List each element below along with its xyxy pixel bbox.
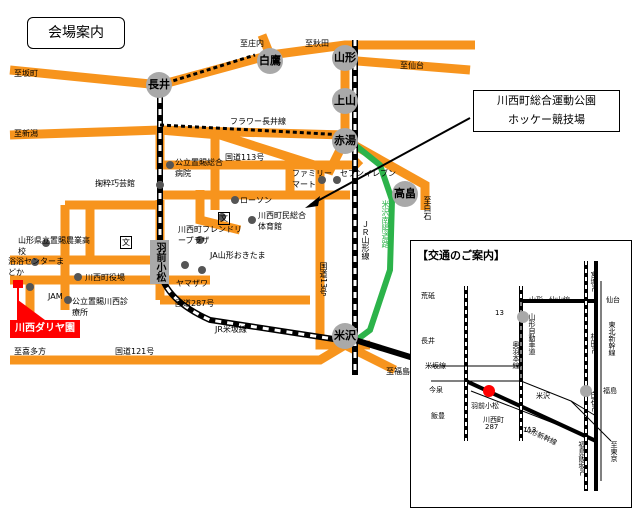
- inset-to-tokyo: 至東京: [610, 441, 618, 462]
- landmark-lawson: ローソン: [240, 196, 272, 205]
- inset-yonezawa: 米沢: [536, 392, 550, 400]
- school-mark-2: 文: [218, 212, 230, 225]
- route-287: 国道287号: [175, 299, 215, 308]
- line-jr-yonesaka: JR米坂線: [215, 325, 247, 334]
- inset-route287: 287: [485, 423, 499, 431]
- inset-yonesaka: 米坂線: [425, 362, 446, 370]
- venue-name: 川西町総合運動公園: [497, 94, 596, 107]
- landmark-agri-school: 山形県立置賜農業高校: [18, 236, 90, 256]
- inset-arato: 荒砥: [421, 292, 435, 300]
- route-121: 国道121号: [115, 347, 155, 356]
- inset-yamagata: 山形: [529, 296, 543, 304]
- inset-tohoku-shinkansen: 東北新幹線: [608, 321, 616, 356]
- school-mark-1: 文: [120, 236, 132, 249]
- dir-sendai: 至仙台: [400, 61, 424, 70]
- station-kaminoyama: 上山: [332, 88, 358, 114]
- inset-senzan: 仙山線: [549, 296, 570, 304]
- yonezawa-nanyo-road: [348, 142, 396, 348]
- inset-fukushima: 福島: [603, 387, 617, 395]
- line-jr-yamagata: ＪＲ山形線: [361, 220, 370, 260]
- page-title: 会場案内: [27, 17, 125, 49]
- venue-callout: 川西町総合運動公園 ホッケー競技場: [473, 90, 620, 132]
- inset-shiroishi-ic: 白石IC: [590, 391, 598, 412]
- station-hazenkomatsu: 羽前小松: [150, 240, 169, 284]
- landmark-seven-eleven: セブンイレブン: [340, 169, 396, 178]
- inset-route113: 113: [523, 426, 537, 434]
- dalia-marker: [13, 280, 45, 320]
- inset-iide: 飯豊: [431, 412, 445, 420]
- station-takahata: 高畠: [392, 181, 418, 207]
- landmark-kokeshi: 掬粋巧芸館: [95, 179, 135, 188]
- dir-akita: 至秋田: [305, 39, 329, 48]
- station-shirataka: 白鷹: [257, 48, 283, 74]
- dir-sakamachi: 至坂町: [14, 69, 38, 78]
- inset-miyagi-ic: 宮城IC: [590, 271, 598, 292]
- station-nagai: 長井: [146, 72, 172, 98]
- inset-sendai: 仙台: [606, 296, 620, 304]
- inset-murata-ic: 村田IC: [590, 333, 598, 354]
- transport-inset: 【交通のご案内】 荒砥 長井 米坂線 今泉 羽前小松 川西町: [410, 240, 632, 508]
- station-yamagata: 山形: [332, 45, 358, 71]
- landmark-town-office: 川西町役場: [85, 273, 125, 282]
- inset-route13: 13: [495, 309, 504, 317]
- dir-shonai: 至庄内: [240, 39, 264, 48]
- station-akayu: 赤湯: [332, 128, 358, 154]
- dir-fukushima: 至福島: [386, 367, 410, 376]
- landmark-dots: [26, 161, 341, 304]
- landmark-madoka: 浴浴センターまどか: [8, 257, 64, 277]
- route-113: 国道113号: [225, 153, 265, 162]
- landmark-friendly-plaza: 川西町フレンドリープラザ: [178, 225, 242, 245]
- inset-kawanishi: 川西町: [483, 416, 504, 424]
- dalia-park-label: 川西ダリヤ園: [10, 320, 80, 338]
- inset-map: [431, 261, 612, 491]
- inset-nagai: 長井: [421, 337, 435, 345]
- inset-title: 【交通のご案内】: [417, 249, 505, 262]
- landmark-clinic: 公立置賜川西診療所: [72, 297, 128, 317]
- inset-imaizumi: 今泉: [429, 386, 443, 394]
- dir-shiraishi: 至白石: [423, 196, 432, 220]
- inset-hazenkomatsu: 羽前小松: [471, 402, 499, 410]
- landmark-yamazawa: ヤマザワ: [176, 279, 208, 288]
- dir-kitakata: 至喜多方: [14, 347, 46, 356]
- landmark-hospital: 公立置賜総合病院: [175, 158, 223, 178]
- inset-ou-line: 奥羽本線: [512, 341, 520, 369]
- station-yonezawa: 米沢: [332, 323, 358, 349]
- route-13: 国道13号: [319, 262, 328, 297]
- landmark-familymart: ファミリーマート: [292, 169, 332, 189]
- venue-subname: ホッケー競技場: [508, 113, 585, 126]
- line-yonezawa-nanyo: 米沢南陽道路: [381, 200, 390, 248]
- line-flower-nagai: フラワー長井線: [230, 117, 286, 126]
- inset-yamagata-expwy: 山形自動車道: [528, 313, 536, 355]
- callout-arrow: [305, 117, 471, 208]
- landmark-ja: JA山形おきたま: [210, 251, 266, 260]
- landmark-jam: JAM: [48, 292, 63, 301]
- inset-fukushima-iizaka-ic: 福島飯坂IC: [578, 441, 586, 476]
- dir-niigata: 至新潟: [14, 129, 38, 138]
- landmark-gymnasium: 川西町民総合体育館: [258, 211, 306, 231]
